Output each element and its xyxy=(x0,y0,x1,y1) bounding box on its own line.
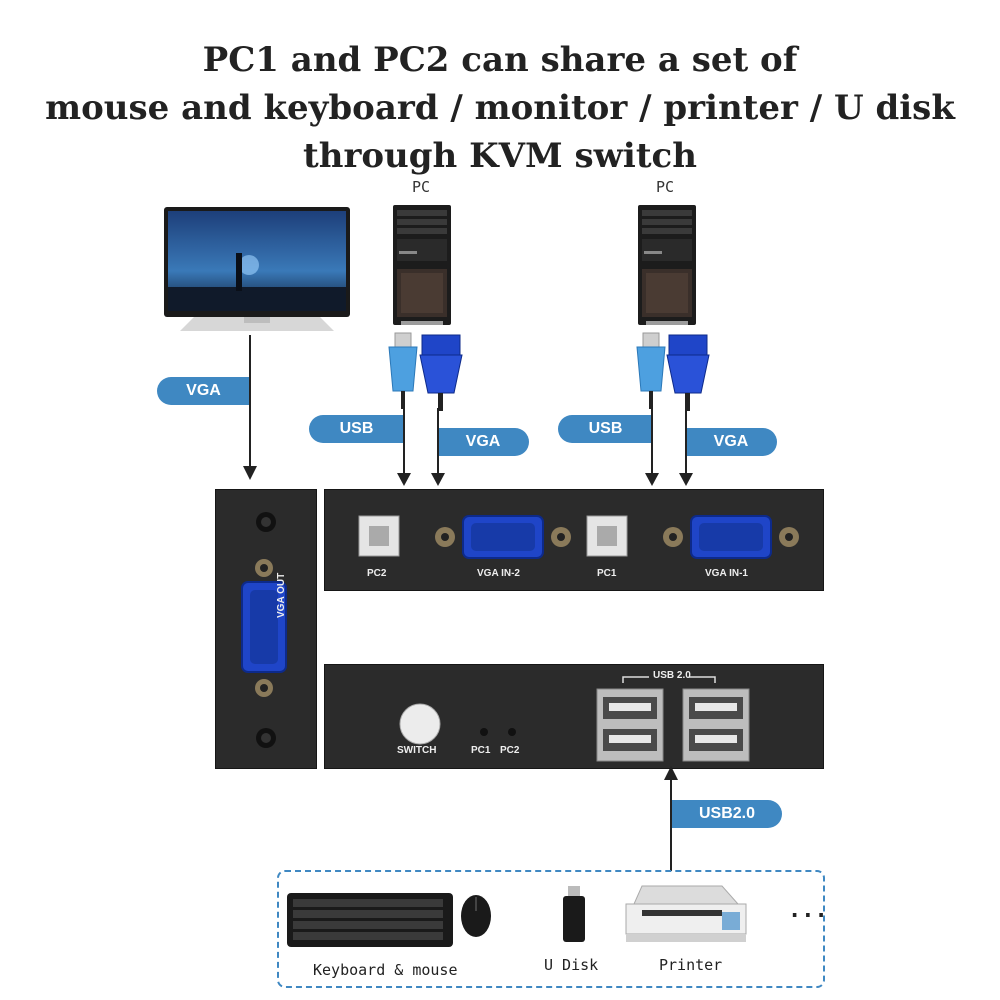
monitor-vga-arrow xyxy=(249,335,251,467)
pc1-label: PC xyxy=(656,178,675,196)
arrow-head xyxy=(645,473,659,486)
vga-in-2-label: VGA IN-2 xyxy=(477,568,520,579)
pc2-usb-arrow xyxy=(403,408,405,474)
pc1-port-label: PC1 xyxy=(597,568,617,579)
vga-out-port-icon xyxy=(241,559,287,697)
kvm-front-panel: SWITCH PC1 PC2 USB 2.0 xyxy=(324,664,824,769)
vga-in-1-label: VGA IN-1 xyxy=(705,568,748,579)
arrow-head xyxy=(664,766,678,780)
vga-plug-icon xyxy=(666,334,710,411)
pc1-vga-label: VGA xyxy=(685,428,777,456)
arrow-head xyxy=(243,466,257,480)
u-disk-label: U Disk xyxy=(544,956,599,974)
arrow-head xyxy=(679,473,693,486)
led-pc2-label: PC2 xyxy=(500,745,520,756)
pc2-port-label: PC2 xyxy=(367,568,387,579)
vga-in-1-port-icon xyxy=(663,515,799,559)
pc1-usb-arrow xyxy=(651,408,653,474)
printer-label: Printer xyxy=(659,956,723,974)
pc2-label: PC xyxy=(412,178,431,196)
arrow-head xyxy=(397,473,411,486)
pc-tower-icon xyxy=(393,205,451,325)
title-line-1: PC1 and PC2 can share a set of xyxy=(202,40,798,80)
kvm-back-panel: PC2 VGA IN-2 PC1 VGA IN-1 xyxy=(324,489,824,591)
usb-header-label: USB 2.0 xyxy=(653,670,691,681)
vga-in-2-port-icon xyxy=(435,515,571,559)
led-pc1-label: PC1 xyxy=(471,745,491,756)
title-line-2: mouse and keyboard / monitor / printer /… xyxy=(45,88,955,128)
led-pc2-icon xyxy=(508,728,516,736)
usb-b-port-icon xyxy=(358,515,400,557)
peripherals-group xyxy=(277,870,825,988)
pc1-usb-label: USB xyxy=(558,415,653,443)
mouse-icon xyxy=(461,895,491,937)
keyboard-icon xyxy=(287,893,453,947)
led-pc1-icon xyxy=(480,728,488,736)
usb-plug-icon xyxy=(388,332,418,409)
usb-a-ports-icon xyxy=(596,688,750,762)
usb2-label: USB2.0 xyxy=(672,800,782,828)
usb-header-bracket-icon xyxy=(622,676,716,683)
usb-disk-icon xyxy=(563,886,585,942)
more-devices-ellipsis: ... xyxy=(788,898,828,923)
pc1-vga-arrow xyxy=(685,408,687,474)
keyboard-mouse-label: Keyboard & mouse xyxy=(313,961,458,979)
usb-plug-icon xyxy=(636,332,666,409)
vga-out-label: VGA OUT xyxy=(276,572,287,618)
pc2-vga-label: VGA xyxy=(437,428,529,456)
screw-icon xyxy=(256,728,276,748)
monitor-vga-label: VGA xyxy=(157,377,250,405)
printer-icon xyxy=(625,885,747,942)
kvm-side-panel xyxy=(215,489,317,769)
title-line-3: through KVM switch xyxy=(303,136,697,176)
screw-icon xyxy=(256,512,276,532)
switch-label: SWITCH xyxy=(397,745,437,756)
vga-plug-icon xyxy=(419,334,463,411)
usb-b-port-icon xyxy=(586,515,628,557)
pc-tower-icon xyxy=(638,205,696,325)
switch-button-icon[interactable] xyxy=(399,703,441,745)
monitor-icon xyxy=(164,207,350,331)
pc2-usb-label: USB xyxy=(309,415,404,443)
usb2-arrow xyxy=(670,779,672,871)
arrow-head xyxy=(431,473,445,486)
pc2-vga-arrow xyxy=(437,408,439,474)
